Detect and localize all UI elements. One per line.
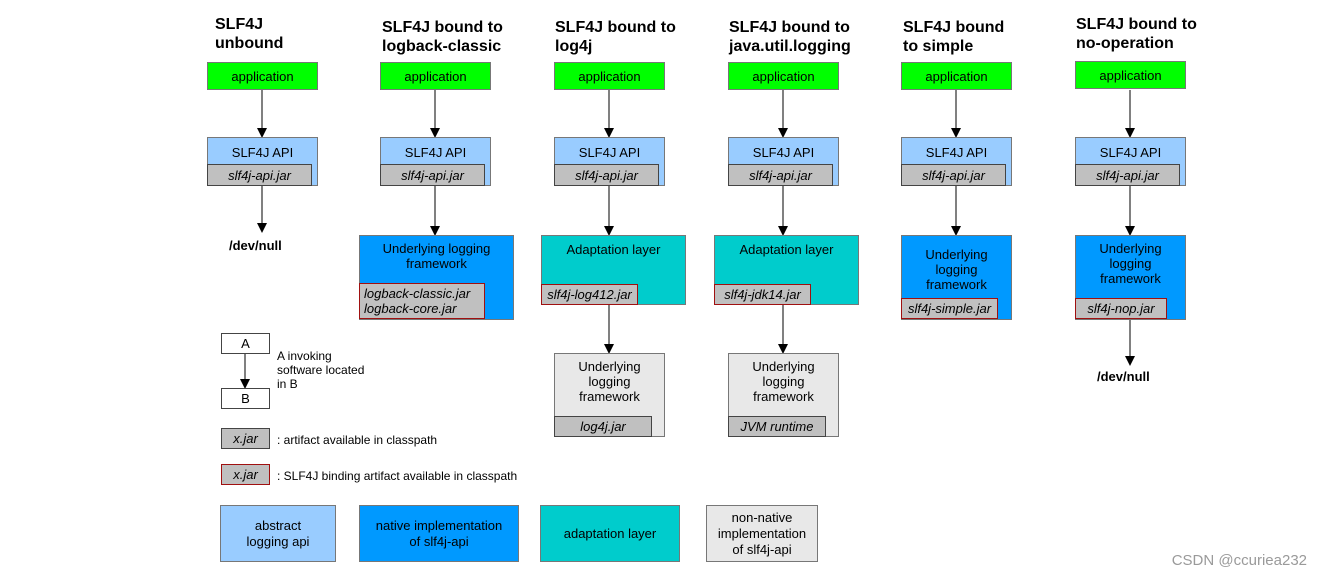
legend-box-a: A: [221, 333, 270, 354]
legend-binding-text: : SLF4J binding artifact available in cl…: [277, 469, 518, 483]
legend-binding-jar-sample: x.jar: [221, 464, 270, 485]
devnull-label: /dev/null: [1097, 369, 1150, 384]
slf4j-api-label: SLF4J API: [925, 145, 988, 160]
legend-jar-sample: x.jar: [221, 428, 270, 449]
implementation-label: Underlying logging framework: [382, 241, 491, 271]
implementation-label: Underlying logging framework: [1099, 241, 1162, 286]
slf4j-api-label: SLF4J API: [752, 145, 815, 160]
api-jar: slf4j-api.jar: [1075, 164, 1180, 186]
api-jar: slf4j-api.jar: [380, 164, 485, 186]
slf4j-api-label: SLF4J API: [578, 145, 641, 160]
adaptation-label: Adaptation layer: [566, 242, 661, 257]
slf4j-api-label: SLF4J API: [404, 145, 467, 160]
column-title: SLF4J bound to java.util.logging: [729, 19, 851, 55]
column-title: SLF4J bound to simple: [903, 19, 1005, 55]
application-box: application: [554, 62, 665, 90]
binding-jar: slf4j-simple.jar: [901, 298, 998, 319]
api-jar: slf4j-api.jar: [207, 164, 312, 186]
framework-label: Underlying logging framework: [752, 359, 815, 404]
column-title: SLF4J bound to log4j: [555, 19, 676, 55]
binding-jar: slf4j-nop.jar: [1075, 298, 1167, 319]
legend-jar-text: : artifact available in classpath: [277, 433, 438, 447]
api-jar: slf4j-api.jar: [554, 164, 659, 186]
key-non-native-implementation: non-native implementation of slf4j-api: [706, 505, 818, 562]
watermark: CSDN @ccuriea232: [1171, 552, 1307, 569]
application-box: application: [1075, 61, 1186, 89]
application-box: application: [380, 62, 491, 90]
slf4j-api-label: SLF4J API: [1099, 145, 1162, 160]
column-title: SLF4J unbound: [215, 16, 284, 52]
application-box: application: [207, 62, 318, 90]
key-native-implementation: native implementation of slf4j-api: [359, 505, 519, 562]
binding-jar: logback-classic.jar logback-core.jar: [359, 283, 485, 319]
key-adaptation-layer: adaptation layer: [540, 505, 680, 562]
column-title: SLF4J bound to no-operation: [1076, 16, 1197, 52]
implementation-label: Underlying logging framework: [925, 247, 988, 292]
binding-jar: slf4j-jdk14.jar: [714, 284, 811, 305]
framework-jar: log4j.jar: [554, 416, 652, 437]
column-title: SLF4J bound to logback-classic: [382, 19, 503, 55]
binding-jar: slf4j-log412.jar: [541, 284, 638, 305]
devnull-label: /dev/null: [229, 238, 282, 253]
slf4j-api-label: SLF4J API: [231, 145, 294, 160]
api-jar: slf4j-api.jar: [728, 164, 833, 186]
legend-box-b: B: [221, 388, 270, 409]
legend-invoke-text: A invoking software located in B: [277, 349, 365, 391]
framework-jar: JVM runtime: [728, 416, 826, 437]
application-box: application: [728, 62, 839, 90]
application-box: application: [901, 62, 1012, 90]
api-jar: slf4j-api.jar: [901, 164, 1006, 186]
framework-label: Underlying logging framework: [578, 359, 641, 404]
adaptation-label: Adaptation layer: [739, 242, 834, 257]
key-abstract-api: abstract logging api: [220, 505, 336, 562]
